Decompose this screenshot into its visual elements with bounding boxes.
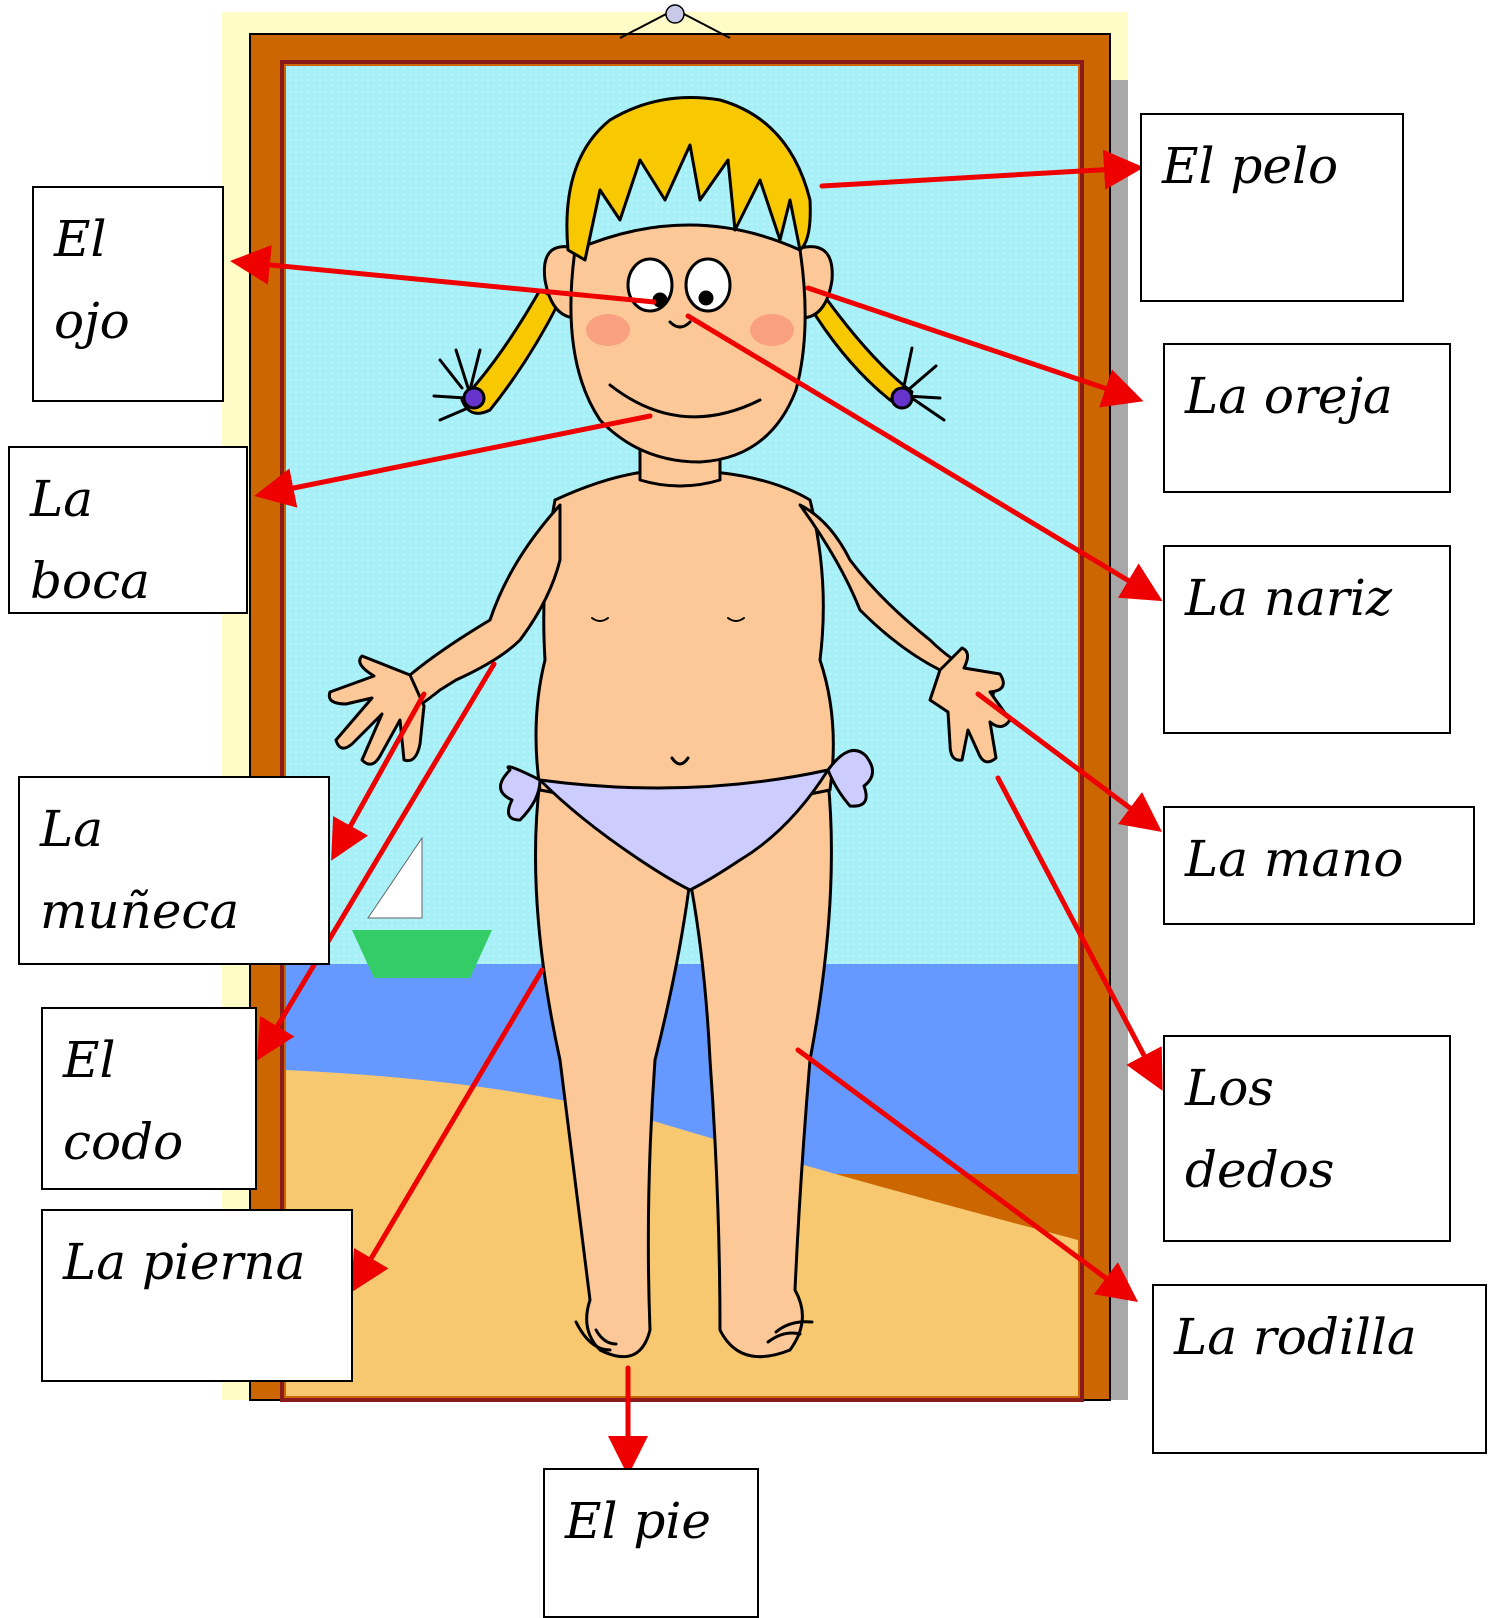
left-hand <box>327 654 426 766</box>
nose <box>668 320 692 329</box>
bikini-bow-right <box>826 748 874 808</box>
label-ojo: El ojo <box>32 186 224 402</box>
label-codo: El codo <box>41 1007 257 1190</box>
label-pelo: El pelo <box>1140 113 1404 302</box>
sailboat-hull <box>352 930 492 978</box>
left-hair-tie <box>462 386 486 410</box>
arrow-pelo <box>819 149 1144 190</box>
frame-inner-line <box>280 60 1084 1402</box>
label-boca: La boca <box>8 446 248 614</box>
label-rodilla: La rodilla <box>1152 1284 1487 1454</box>
arrow-codo <box>256 661 497 1061</box>
arrow-pierna <box>350 967 545 1293</box>
torso <box>534 468 835 807</box>
girl-illustration <box>327 96 1012 1359</box>
right-pupil <box>698 290 714 306</box>
hair <box>565 96 812 262</box>
left-nipple <box>591 617 609 622</box>
right-ear <box>796 245 834 320</box>
frame-shadow <box>1110 80 1128 1400</box>
mouth <box>608 383 762 419</box>
arrow-nariz <box>685 313 1163 602</box>
right-cheek <box>750 314 794 346</box>
arrow-oreja <box>805 285 1144 408</box>
left-braid-tips <box>432 348 482 422</box>
label-pierna: La pierna <box>41 1209 353 1382</box>
navel <box>670 756 690 766</box>
left-braid <box>460 288 562 415</box>
bikini-bottom <box>538 768 830 892</box>
label-dedos: Los dedos <box>1163 1035 1451 1242</box>
label-muneca: La muñeca <box>18 776 330 965</box>
frame-hook <box>665 4 685 24</box>
right-nipple <box>727 617 745 622</box>
sailboat-sail <box>367 836 423 919</box>
right-leg <box>688 778 833 1359</box>
arrow-muneca <box>331 691 427 861</box>
label-nariz: La nariz <box>1163 545 1451 734</box>
label-pie: El pie <box>543 1468 759 1618</box>
leader-arrows <box>230 149 1163 1476</box>
arrow-ojo <box>230 244 657 305</box>
arrow-dedos <box>995 775 1163 1091</box>
left-cheek <box>586 314 630 346</box>
right-eye <box>684 257 732 313</box>
left-toes <box>574 1320 618 1352</box>
right-braid-tips <box>898 346 946 422</box>
right-toes <box>766 1320 814 1344</box>
right-hair-tie <box>890 386 914 410</box>
left-leg <box>534 778 692 1359</box>
right-hand <box>928 646 1012 764</box>
label-mano: La mano <box>1163 806 1475 925</box>
left-pupil <box>652 292 668 308</box>
arrow-rodilla <box>795 1047 1139 1302</box>
sand <box>286 1070 1078 1396</box>
sailboat <box>352 836 492 978</box>
label-oreja: La oreja <box>1163 343 1451 493</box>
bikini-bow-left <box>499 765 542 822</box>
arrow-mano <box>975 691 1162 832</box>
arrow-boca <box>254 413 653 508</box>
